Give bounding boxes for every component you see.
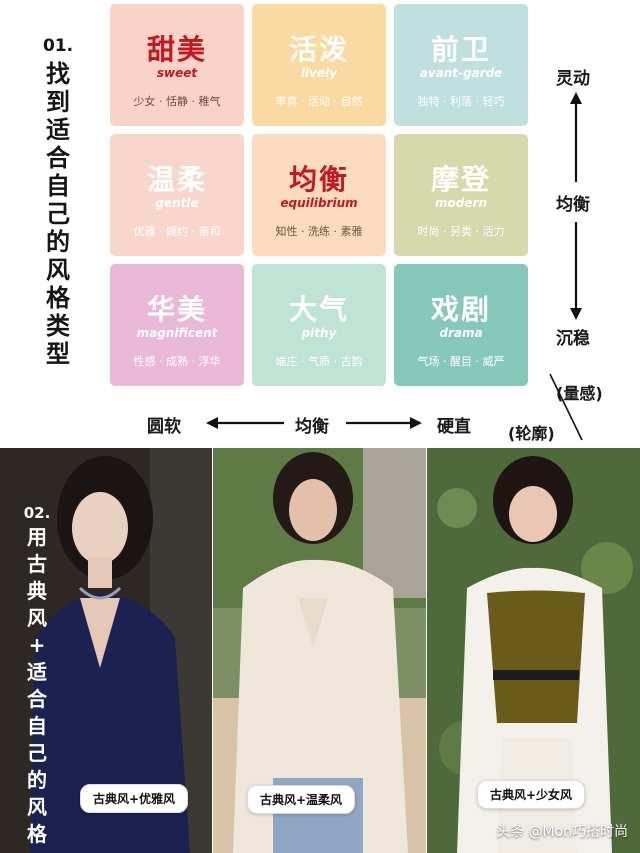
haxis-left-label: 圆软 [147, 417, 181, 437]
style-cell-avant-garde: 前卫 avant-garde 独特 · 利落 · 轻巧 [394, 4, 528, 126]
title-char: 用 [27, 525, 47, 549]
title-char: 的 [46, 228, 70, 256]
title-char: 到 [46, 88, 70, 116]
title-char: 适 [27, 660, 47, 684]
style-cn: 戏剧 [430, 293, 491, 326]
title-char: 风 [27, 606, 47, 630]
title-char: 型 [46, 340, 70, 368]
outfit-tag: 古典风+少女风 [477, 780, 586, 809]
title-char: 己 [27, 741, 47, 765]
title-char: 找 [46, 60, 70, 88]
haxis-right-label: 硬直 [437, 417, 471, 437]
style-cell-pithy: 大气 pithy 端庄 · 气质 · 古韵 [252, 264, 386, 386]
style-grid: 甜美 sweet 少女 · 恬静 · 稚气 活泼 lively 率真 · 活动 … [110, 4, 528, 386]
section1-vertical-title: 01. 找 到 适 合 自 己 的 风 格 类 型 [38, 36, 78, 368]
haxis-arrow-icon [206, 417, 422, 429]
style-matrix-section: 01. 找 到 适 合 自 己 的 风 格 类 型 甜美 sweet 少女 · … [38, 4, 603, 443]
style-cell-equilibrium: 均衡 equilibrium 知性 · 洗练 · 素雅 [252, 134, 386, 256]
style-keywords: 独特 · 利落 · 轻巧 [417, 95, 505, 108]
style-cn: 大气 [288, 293, 349, 326]
style-en: equilibrium [280, 196, 358, 210]
outfit-photo-girlish: 古典风+少女风 [427, 448, 640, 853]
style-en: drama [439, 326, 483, 340]
title-char: 典 [27, 579, 47, 603]
vaxis-arrow-icon [570, 92, 582, 320]
style-en: gentle [155, 196, 199, 210]
title-char: 格 [46, 284, 70, 312]
style-cn: 摩登 [430, 163, 491, 196]
style-en: pithy [301, 326, 337, 340]
style-en: magnificent [136, 326, 218, 340]
style-cn: 均衡 [288, 163, 349, 196]
style-en: sweet [156, 66, 198, 80]
style-keywords: 端庄 · 气质 · 古韵 [275, 355, 363, 368]
vaxis-mid-label: 均衡 [556, 195, 590, 215]
style-keywords: 性感 · 成熟 · 浮华 [133, 355, 221, 368]
style-cn: 甜美 [146, 33, 207, 66]
style-cell-magnificent: 华美 magnificent 性感 · 成熟 · 浮华 [110, 264, 244, 386]
style-cn: 温柔 [146, 163, 207, 196]
vaxis-bottom-label: 沉稳 [556, 329, 590, 349]
style-cn: 活泼 [288, 33, 349, 66]
title-char: 自 [46, 172, 70, 200]
style-cn: 前卫 [430, 33, 491, 66]
title-char: 类 [46, 312, 70, 340]
style-cell-lively: 活泼 lively 率真 · 活动 · 自然 [252, 4, 386, 126]
title-char: 古 [27, 552, 47, 576]
style-en: avant-garde [419, 66, 503, 80]
style-cell-gentle: 温柔 gentle 优雅 · 婉约 · 亲和 [110, 134, 244, 256]
title-char: 的 [27, 768, 47, 792]
outfit-photo-elegant: 02. 用 古 典 风 + 适 合 自 己 的 风 格 古典风+优雅风 [0, 448, 212, 853]
outfit-tag: 古典风+优雅风 [80, 784, 189, 813]
style-keywords: 知性 · 洗练 · 素雅 [275, 225, 363, 238]
haxis-mid-label: 均衡 [295, 417, 329, 437]
outfit-tag: 古典风+温柔风 [247, 785, 356, 814]
style-cell-sweet: 甜美 sweet 少女 · 恬静 · 稚气 [110, 4, 244, 126]
outfit-photo-gentle: 古典风+温柔风 [213, 448, 426, 853]
section2-vertical-title: 02. 用 古 典 风 + 适 合 自 己 的 风 格 [22, 504, 52, 848]
haxis-caption: (轮廓) [508, 424, 555, 443]
title-char: 格 [27, 822, 47, 846]
title-char: 合 [27, 687, 47, 711]
style-cell-drama: 戏剧 drama 气场 · 醒目 · 威严 [394, 264, 528, 386]
style-cell-modern: 摩登 modern 时尚 · 另类 · 活力 [394, 134, 528, 256]
style-keywords: 时尚 · 另类 · 活力 [417, 225, 505, 238]
vaxis-top-label: 灵动 [556, 69, 590, 89]
vaxis-caption: (量感) [556, 384, 603, 403]
style-keywords: 少女 · 恬静 · 稚气 [133, 95, 221, 108]
style-keywords: 率真 · 活动 · 自然 [275, 95, 363, 108]
style-en: modern [435, 196, 487, 210]
style-cn: 华美 [146, 293, 207, 326]
style-en: lively [300, 66, 338, 80]
style-keywords: 优雅 · 婉约 · 亲和 [133, 225, 221, 238]
section1-number: 01. [42, 36, 74, 56]
outfit-photo-section: 02. 用 古 典 风 + 适 合 自 己 的 风 格 古典风+优雅风 [0, 448, 640, 853]
watermark: 头条 @Mon巧搭时尚 [496, 824, 628, 840]
style-keywords: 气场 · 醒目 · 威严 [417, 355, 505, 368]
title-char: 适 [46, 116, 70, 144]
section2-number: 02. [23, 504, 51, 522]
title-char: + [28, 633, 46, 657]
title-char: 己 [46, 200, 70, 228]
title-char: 合 [46, 144, 70, 172]
diagonal-divider [549, 373, 583, 441]
title-char: 风 [27, 795, 47, 819]
title-char: 自 [27, 714, 47, 738]
title-char: 风 [46, 256, 70, 284]
